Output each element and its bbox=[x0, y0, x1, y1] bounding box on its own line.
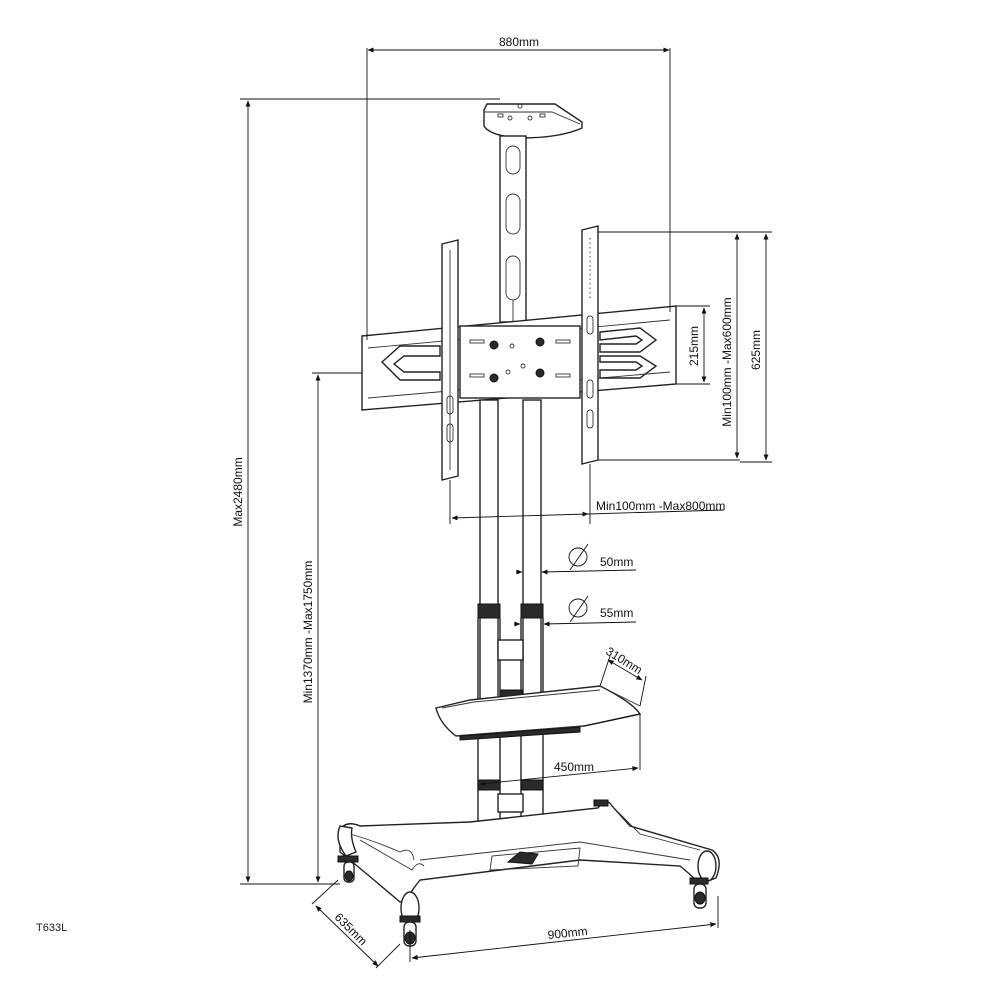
top-camera-shelf bbox=[483, 103, 583, 139]
label-horizontal-vesa: Min100mm -Max800mm bbox=[596, 499, 725, 513]
label-max-height: Max2480mm bbox=[231, 457, 245, 526]
label-bracket-height: 215mm bbox=[687, 326, 701, 366]
label-base-width: 900mm bbox=[547, 924, 588, 942]
caster-rear-left bbox=[593, 799, 609, 807]
dim-arm-length: 625mm bbox=[740, 231, 772, 463]
label-height-range: Min1370mm -Max1750mm bbox=[301, 561, 315, 704]
dim-shelf-width: 450mm bbox=[479, 713, 641, 786]
label-shelf-width: 450mm bbox=[554, 760, 594, 774]
label-pole-small: 50mm bbox=[600, 555, 633, 569]
mount-crossbar bbox=[361, 305, 677, 411]
support-poles bbox=[477, 399, 544, 837]
middle-shelf bbox=[435, 685, 642, 741]
dim-pole-small: 50mm bbox=[516, 543, 637, 575]
label-pole-large: 55mm bbox=[600, 606, 633, 620]
base-frame bbox=[337, 800, 720, 925]
label-vertical-vesa: Min100mm -Max600mm bbox=[720, 297, 734, 426]
right-vesa-rail bbox=[581, 225, 599, 465]
dim-base-width: 900mm bbox=[409, 896, 719, 962]
label-arm-length: 625mm bbox=[749, 330, 763, 370]
left-vesa-rail bbox=[441, 239, 459, 481]
dim-vertical-vesa: Min100mm -Max600mm bbox=[598, 231, 740, 461]
model-code-label: T633L bbox=[36, 922, 68, 934]
dim-horizontal-vesa: Min100mm -Max800mm bbox=[449, 464, 725, 524]
caster-front-left bbox=[337, 855, 359, 883]
dim-height-range: Min1370mm -Max1750mm bbox=[301, 372, 362, 883]
dim-pole-large: 55mm bbox=[514, 595, 637, 627]
dim-base-depth: 635mm bbox=[311, 879, 401, 969]
upper-column bbox=[499, 135, 527, 323]
dim-bracket-height: 215mm bbox=[676, 305, 710, 385]
dim-max-height: Max2480mm bbox=[231, 98, 500, 885]
label-top-width: 880mm bbox=[499, 35, 539, 49]
dim-top-width: 880mm bbox=[366, 35, 671, 340]
caster-rear-right bbox=[689, 877, 709, 909]
label-base-depth: 635mm bbox=[332, 910, 370, 948]
